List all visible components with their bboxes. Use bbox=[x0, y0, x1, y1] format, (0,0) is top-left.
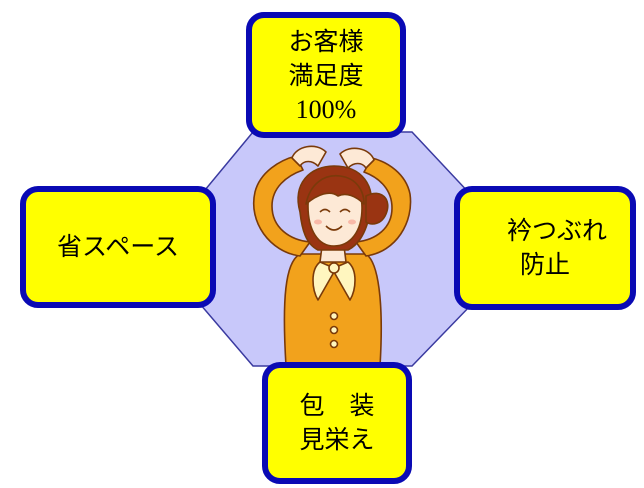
box-right-line-1: 衿つぶれ bbox=[506, 216, 607, 245]
box-customer-satisfaction: お客様 満足度 100% bbox=[246, 12, 406, 138]
box-top-line-2: 満足度 bbox=[288, 61, 364, 90]
woman-arms-up-icon bbox=[252, 145, 412, 367]
box-space-saving: 省スペース bbox=[20, 186, 216, 308]
box-top-line-3: 100% bbox=[295, 95, 357, 124]
box-packaging-appearance: 包 装 見栄え bbox=[262, 362, 412, 484]
box-collar-crush-prevention: 衿つぶれ 防止 bbox=[454, 186, 636, 310]
box-right-line-2: 防止 bbox=[519, 250, 570, 279]
box-bottom-line-1: 包 装 bbox=[299, 391, 375, 420]
box-left-line-1: 省スペース bbox=[56, 232, 179, 261]
box-top-line-1: お客様 bbox=[288, 27, 364, 56]
box-bottom-line-2: 見栄え bbox=[299, 425, 375, 454]
